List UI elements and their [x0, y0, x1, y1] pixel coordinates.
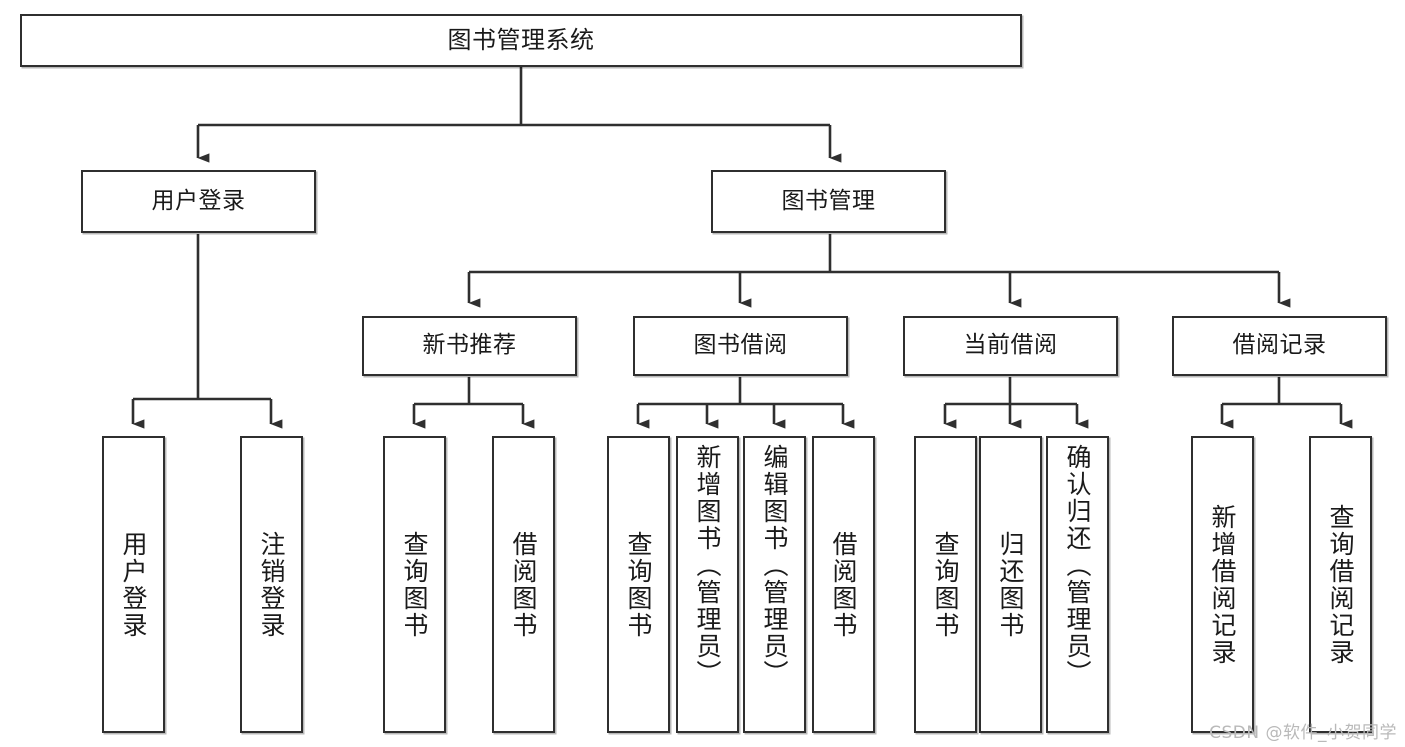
- watermark-text: CSDN @软件_小贺同学: [1209, 723, 1397, 743]
- leaf-logout[interactable]: 注销登录: [240, 436, 303, 733]
- node-book-borrow[interactable]: 图书借阅: [633, 316, 848, 376]
- leaf-cb-confirm-return-admin[interactable]: 确认归还（管理员）: [1046, 436, 1109, 733]
- node-root-book-management-system[interactable]: 图书管理系统: [20, 14, 1022, 67]
- node-label: 确认归还（管理员）: [1063, 444, 1092, 687]
- node-current-borrow[interactable]: 当前借阅: [903, 316, 1118, 376]
- leaf-bb-add-book-admin[interactable]: 新增图书（管理员）: [676, 436, 739, 733]
- node-label: 图书管理系统: [447, 26, 595, 55]
- node-label: 查询借阅记录: [1326, 503, 1355, 666]
- node-label: 查询图书: [931, 530, 960, 639]
- leaf-bb-query-book[interactable]: 查询图书: [607, 436, 670, 733]
- node-label: 借阅图书: [829, 530, 858, 639]
- node-label: 新增图书（管理员）: [693, 444, 722, 687]
- leaf-nb-query-book[interactable]: 查询图书: [383, 436, 446, 733]
- leaf-nb-borrow-book[interactable]: 借阅图书: [492, 436, 555, 733]
- node-book-management[interactable]: 图书管理: [711, 170, 946, 233]
- leaf-cb-query-book[interactable]: 查询图书: [914, 436, 977, 733]
- node-label: 用户登录: [119, 530, 148, 639]
- node-label: 图书管理: [781, 187, 876, 214]
- leaf-bb-edit-book-admin[interactable]: 编辑图书（管理员）: [743, 436, 806, 733]
- leaf-br-query-record[interactable]: 查询借阅记录: [1309, 436, 1372, 733]
- node-label: 当前借阅: [963, 332, 1058, 359]
- node-label: 编辑图书（管理员）: [760, 444, 789, 687]
- node-label: 新书推荐: [422, 332, 517, 359]
- node-label: 查询图书: [400, 530, 429, 639]
- leaf-user-login[interactable]: 用户登录: [102, 436, 165, 733]
- node-label: 新增借阅记录: [1208, 503, 1237, 666]
- node-new-book-recommend[interactable]: 新书推荐: [362, 316, 577, 376]
- node-label: 注销登录: [257, 530, 286, 639]
- node-user-login[interactable]: 用户登录: [81, 170, 316, 233]
- node-label: 图书借阅: [693, 332, 788, 359]
- node-label: 归还图书: [996, 530, 1025, 639]
- node-label: 用户登录: [151, 187, 246, 214]
- node-borrow-record[interactable]: 借阅记录: [1172, 316, 1387, 376]
- node-label: 借阅记录: [1232, 332, 1327, 359]
- node-label: 借阅图书: [509, 530, 538, 639]
- node-label: 查询图书: [624, 530, 653, 639]
- leaf-cb-return-book[interactable]: 归还图书: [979, 436, 1042, 733]
- leaf-br-add-record[interactable]: 新增借阅记录: [1191, 436, 1254, 733]
- leaf-bb-borrow-book[interactable]: 借阅图书: [812, 436, 875, 733]
